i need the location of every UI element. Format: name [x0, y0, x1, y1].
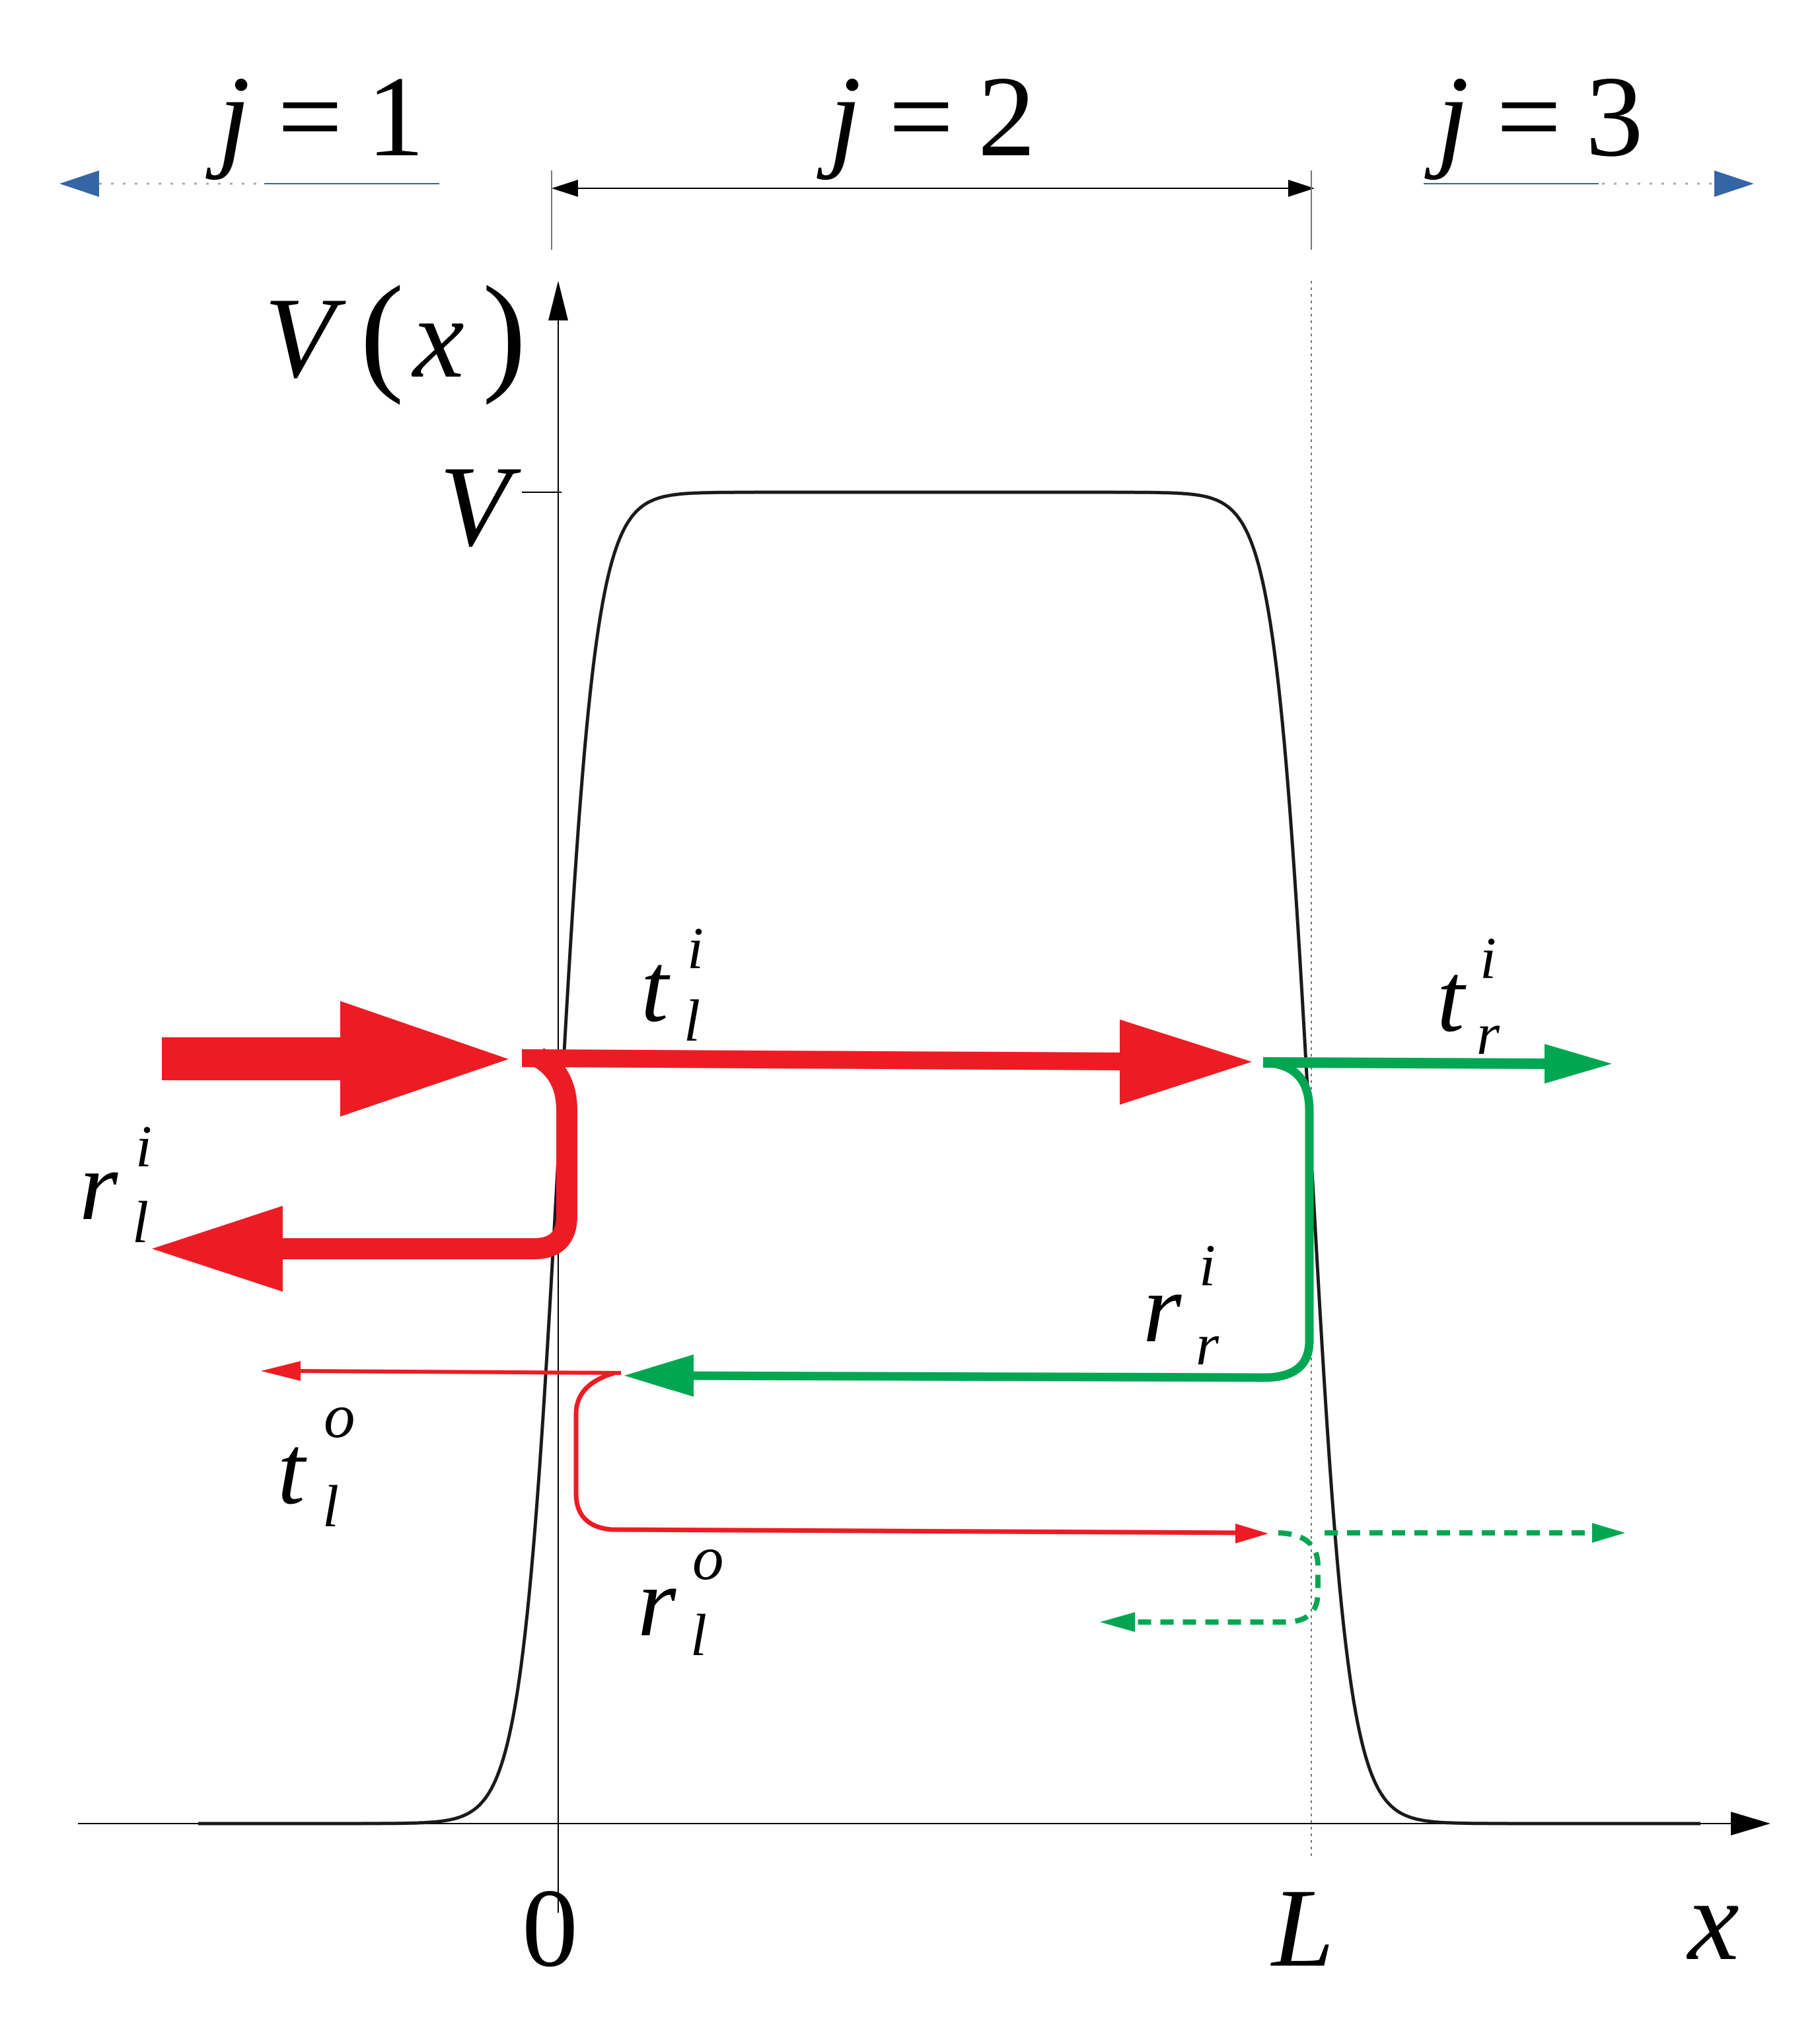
label-superscript: i [135, 1114, 152, 1179]
label-t-r-i: t i r [1437, 926, 1500, 1067]
label-subscript: l [690, 1603, 707, 1668]
reflected-left-arrow [152, 1048, 577, 1292]
y-tick-label-V: V [439, 442, 521, 570]
label-superscript: o [324, 1381, 355, 1451]
region-equals: = [277, 52, 343, 180]
label-r-r-i: r i r [1143, 1233, 1219, 1378]
region-j-symbol: j [1424, 52, 1469, 180]
region-equals: = [1496, 52, 1562, 180]
y-label-x: x [411, 274, 464, 402]
label-base: r [79, 1131, 118, 1241]
label-t-l-o: t o l [277, 1381, 355, 1539]
right-arrowhead [1714, 170, 1754, 197]
x-axis-arrowhead [1731, 1812, 1770, 1835]
region-j-symbol: j [205, 52, 250, 180]
incident-wave-arrow [162, 1001, 509, 1117]
label-base: t [277, 1415, 307, 1525]
region-label-j2: j = 2 [817, 52, 1036, 180]
reflected-right-arrow [624, 1058, 1314, 1397]
region-j3-extent-arrow [1424, 170, 1754, 197]
y-label-close-paren: ) [482, 260, 527, 406]
label-r-l-i: r i l [79, 1114, 152, 1255]
region-j2-extent-arrow [551, 170, 1315, 250]
y-label-open-paren: ( [360, 260, 404, 406]
label-subscript: r [1196, 1312, 1219, 1378]
transmitted-right-arrow [1262, 1044, 1612, 1084]
label-base: t [1437, 943, 1467, 1053]
region-j-symbol: j [817, 52, 861, 180]
x-tick-label-L: L [1270, 1866, 1334, 1990]
transmitted-in-barrier-arrow [522, 1019, 1252, 1105]
label-r-l-o: r o l [637, 1523, 724, 1668]
x-tick-label-0: 0 [522, 1866, 578, 1990]
label-base: r [1143, 1253, 1182, 1363]
x-axis-label: x [1686, 1856, 1739, 1984]
region-label-j1: j = 1 [205, 52, 425, 180]
y-axis-arrowhead [548, 281, 568, 320]
label-subscript: l [132, 1190, 149, 1255]
label-base: r [637, 1547, 676, 1657]
region-equals: = [889, 52, 954, 180]
region-number: 3 [1585, 52, 1644, 180]
label-superscript: i [1480, 926, 1496, 991]
region-j1-extent-arrow [59, 170, 439, 197]
outgoing-reflected-inner-arrow [573, 1370, 1268, 1543]
region-number: 2 [978, 52, 1036, 180]
potential-barrier-curve [198, 490, 1700, 1826]
label-t-l-i: t i l [641, 916, 704, 1054]
left-arrowhead [59, 170, 99, 197]
outgoing-transmitted-left-arrow [261, 1361, 622, 1381]
y-label-V: V [264, 274, 346, 402]
label-superscript: i [1199, 1233, 1216, 1298]
region-label-j3: j = 3 [1424, 52, 1644, 180]
y-axis-label: V ( x ) [264, 260, 527, 406]
label-superscript: i [687, 916, 704, 981]
label-subscript: r [1476, 1002, 1500, 1067]
secondary-dashed-arrows [1100, 1523, 1625, 1632]
label-subscript: l [322, 1474, 339, 1539]
label-subscript: l [684, 988, 700, 1054]
label-base: t [641, 933, 671, 1043]
label-superscript: o [692, 1523, 724, 1593]
region-number: 1 [367, 52, 425, 180]
